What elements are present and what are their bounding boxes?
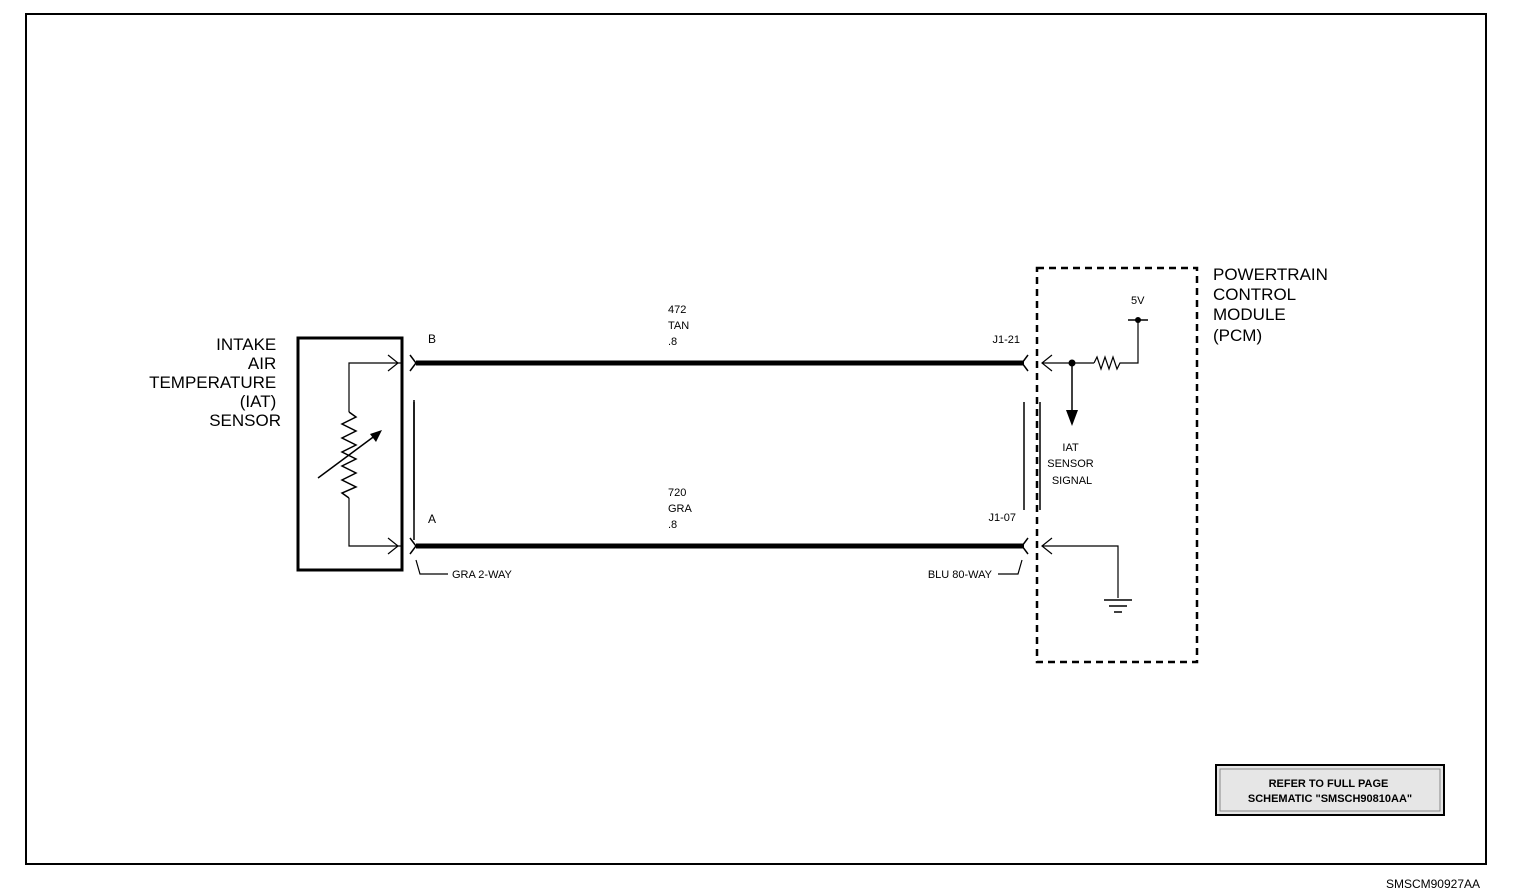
sensor-label-line: TEMPERATURE	[149, 373, 276, 392]
supply-node	[1135, 317, 1141, 323]
note-line: SCHEMATIC "SMSCH90810AA"	[1248, 793, 1412, 805]
iat-sensor: INTAKE AIR TEMPERATURE (IAT) SENSOR	[149, 335, 404, 572]
connector-left-leader	[415, 559, 448, 575]
pcm-label: POWERTRAIN CONTROL MODULE (PCM)	[1213, 265, 1333, 345]
pin-b-label: B	[428, 332, 436, 346]
wire-bottom-circuit: 720	[668, 487, 686, 499]
note-box-inner	[1219, 768, 1441, 812]
connector-a-cavity	[409, 537, 417, 555]
reference-note: REFER TO FULL PAGE SCHEMATIC "SMSCH90810…	[1215, 764, 1445, 816]
outer-frame	[25, 13, 1487, 865]
sensor-label-line: INTAKE	[216, 335, 276, 354]
signal-label-line: SIGNAL	[1052, 475, 1092, 487]
sensor-label: INTAKE AIR TEMPERATURE (IAT) SENSOR	[149, 335, 281, 430]
pin-j1-21-label: J1-21	[992, 334, 1020, 346]
connector-b-cavity	[409, 354, 417, 372]
signal-label-line: IAT	[1062, 442, 1079, 454]
wire-top-color: TAN	[668, 320, 689, 332]
sensor-label-line: SENSOR	[209, 411, 281, 430]
note-box	[1215, 764, 1445, 816]
supply-5v-label: 5V	[1131, 295, 1145, 307]
wire-bottom-gauge: .8	[668, 519, 677, 531]
sensor-label-line: AIR	[248, 354, 276, 373]
pcm-j1-07-cavity	[1021, 537, 1029, 555]
sensor-label-line: (IAT)	[240, 392, 277, 411]
pcm-label-line: CONTROL	[1213, 285, 1296, 304]
wire-472: 472 TAN .8	[416, 304, 1024, 366]
sensor-connector-label: GRA 2-WAY	[452, 569, 513, 581]
thermistor-arrowhead	[370, 430, 382, 442]
signal-label-line: SENSOR	[1047, 458, 1094, 470]
pcm-connector-label: BLU 80-WAY	[928, 569, 993, 581]
wire-top-circuit: 472	[668, 304, 686, 316]
pin-a-label: A	[428, 512, 436, 526]
pin-j1-07-label: J1-07	[988, 512, 1016, 524]
sensor-lead-bottom	[348, 498, 402, 547]
connector-right-leader	[998, 559, 1023, 575]
wire-bottom-color: GRA	[668, 503, 693, 515]
pcm-label-line: POWERTRAIN	[1213, 265, 1328, 284]
signal-arrowhead	[1066, 410, 1078, 426]
sensor-connector: B A GRA 2-WAY	[409, 332, 513, 581]
pin-a-arrow	[387, 537, 399, 555]
thermistor-variable-line	[317, 431, 381, 479]
pcm-connector: J1-21 J1-07 BLU 80-WAY	[928, 334, 1029, 581]
figure-id: SMSCM90927AA	[1386, 877, 1480, 891]
pull-up-resistor	[1093, 320, 1139, 371]
note-line: REFER TO FULL PAGE	[1269, 778, 1389, 790]
signal-label: IAT SENSOR SIGNAL	[1047, 442, 1097, 487]
pcm-bottom-ground-line	[1042, 545, 1119, 598]
sensor-lead-top	[348, 362, 402, 412]
pcm: 5V IAT SENSOR SIGNAL POWERTRAIN CONTROL …	[1035, 265, 1333, 664]
pin-b-arrow	[387, 354, 399, 372]
pcm-label-line: (PCM)	[1213, 326, 1262, 345]
pcm-bottom-input-arrow	[1041, 537, 1053, 555]
pcm-top-input-arrow	[1041, 354, 1053, 372]
wire-top-gauge: .8	[668, 336, 677, 348]
pcm-label-line: MODULE	[1213, 305, 1286, 324]
sensor-box	[296, 336, 404, 572]
pcm-j1-21-cavity	[1021, 354, 1029, 372]
note-text: REFER TO FULL PAGE SCHEMATIC "SMSCH90810…	[1248, 778, 1412, 805]
wire-720: 720 GRA .8	[416, 487, 1024, 549]
